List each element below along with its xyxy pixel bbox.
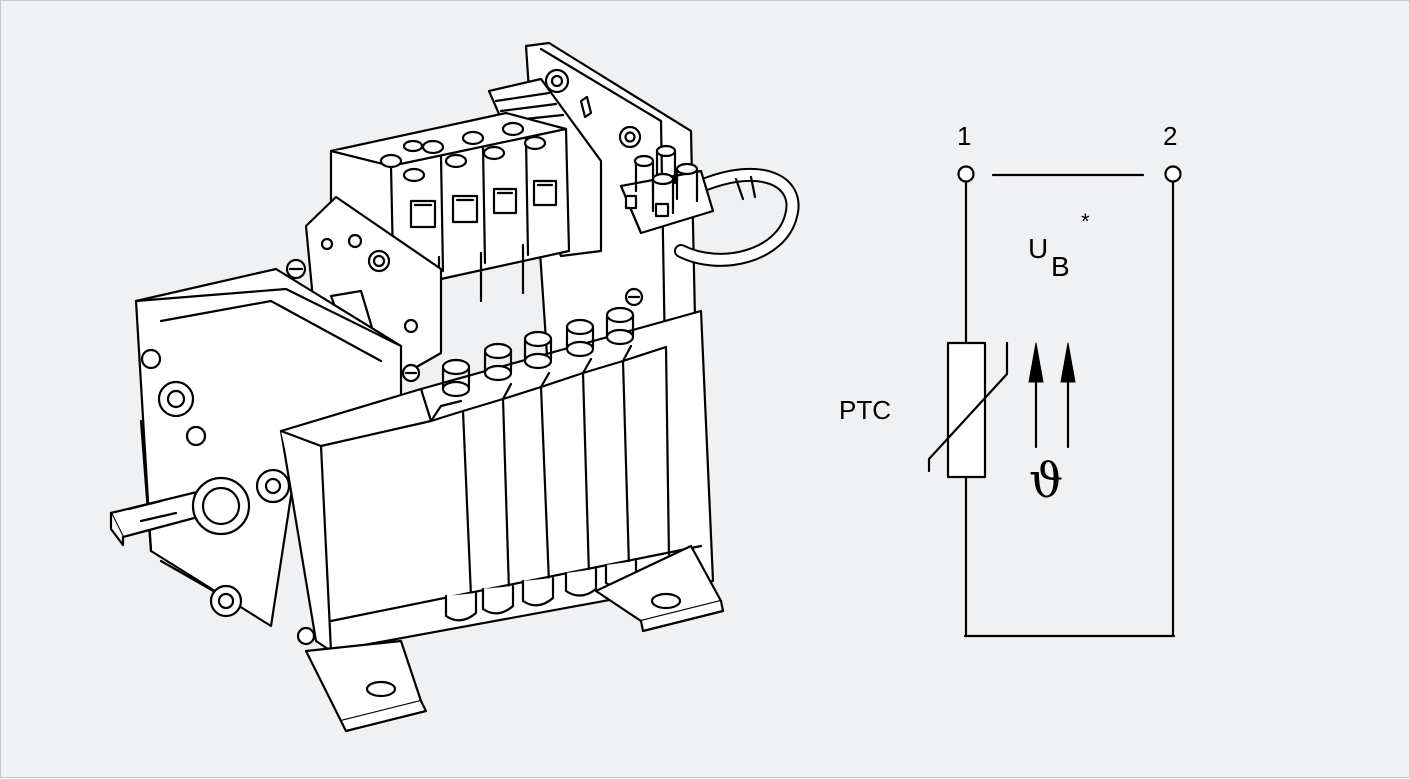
- screw-heads: [285, 258, 644, 383]
- terminal-1-label: 1: [957, 121, 971, 151]
- circuit-labels: 1 2 U B * PTC ϑ: [839, 121, 1177, 509]
- terminal-clamp: [619, 144, 715, 235]
- contact-screw-holes: [379, 121, 547, 183]
- ptc-resistor: [946, 341, 987, 479]
- terminal-1-circle: [957, 165, 975, 183]
- terminal-2-circle: [1164, 165, 1182, 183]
- temperature-arrows: [1028, 342, 1076, 449]
- mounting-feet: [304, 544, 725, 733]
- voltage-asterisk: *: [1081, 209, 1090, 234]
- cable-loop: [674, 167, 800, 267]
- motor-protective-switch-drawing: [109, 41, 800, 733]
- ptc-label: PTC: [839, 395, 891, 425]
- ptc-nonlinear-slash: [927, 341, 1009, 473]
- drive-shaft: [109, 476, 251, 547]
- terminal-2-label: 2: [1163, 121, 1177, 151]
- contact-slots: [409, 179, 558, 229]
- bottom-terminals: [444, 559, 638, 622]
- temperature-symbol: ϑ: [1029, 453, 1063, 509]
- left-housing: [134, 267, 403, 646]
- voltage-label: U: [1028, 233, 1048, 264]
- voltage-subscript: B: [1051, 251, 1070, 282]
- adjustment-knobs: [441, 306, 635, 398]
- ptc-circuit: [927, 165, 1182, 638]
